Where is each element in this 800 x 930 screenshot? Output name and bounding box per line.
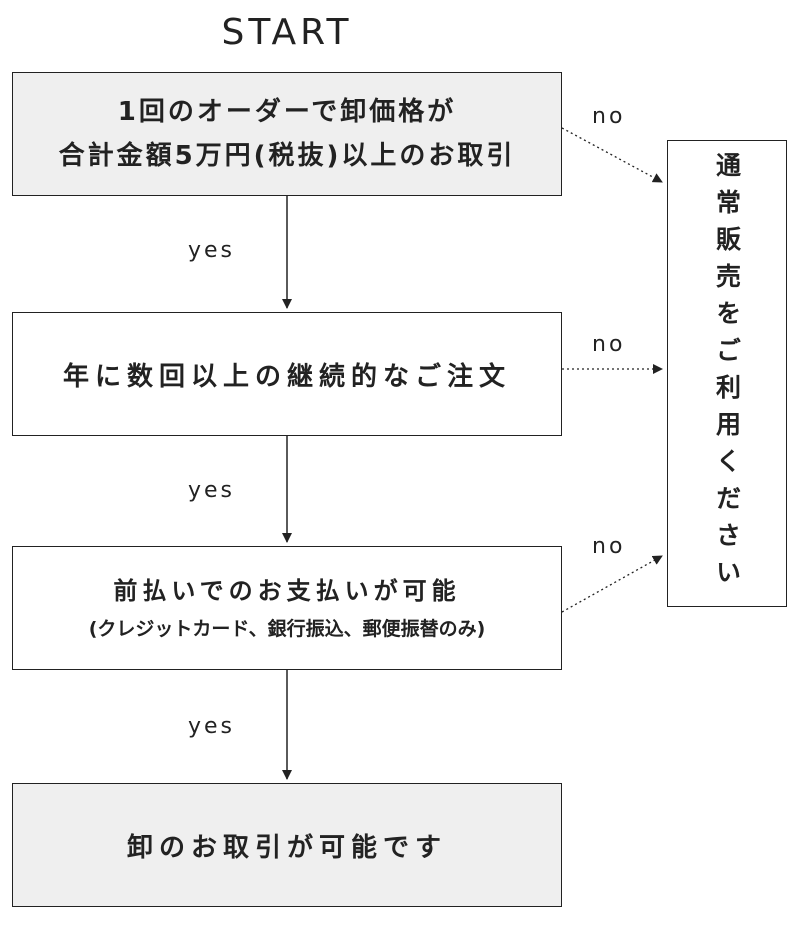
no-label-2: no xyxy=(592,332,626,357)
result-box-regular-sales: 通常販売をご利用ください xyxy=(667,140,787,607)
no-arrow-3 xyxy=(561,555,663,613)
condition-box-order-amount: 1回のオーダーで卸価格が 合計金額5万円(税抜)以上のお取引 xyxy=(12,72,562,196)
condition-box-continuous-order: 年に数回以上の継続的なご注文 xyxy=(12,312,562,436)
condition-3-line-2: (クレジットカード、銀行振込、郵便振替のみ) xyxy=(88,618,486,640)
yes-label-1: yes xyxy=(188,238,236,263)
yes-label-2: yes xyxy=(188,478,236,503)
condition-1-line-2: 合計金額5万円(税抜)以上のお取引 xyxy=(58,141,516,171)
start-label: START xyxy=(221,12,353,53)
result-yes-text: 卸のお取引が可能です xyxy=(126,832,447,863)
result-no-text: 通常販売をご利用ください xyxy=(712,151,742,596)
no-label-3: no xyxy=(592,534,626,559)
yes-label-3: yes xyxy=(188,714,236,739)
condition-3-line-1: 前払いでのお支払いが可能 xyxy=(113,577,461,605)
no-arrow-1 xyxy=(561,127,663,183)
no-label-1: no xyxy=(592,104,626,129)
condition-1-line-1: 1回のオーダーで卸価格が xyxy=(117,97,457,127)
result-box-wholesale-available: 卸のお取引が可能です xyxy=(12,783,562,907)
condition-2-text: 年に数回以上の継続的なご注文 xyxy=(62,361,511,392)
condition-box-prepayment: 前払いでのお支払いが可能 (クレジットカード、銀行振込、郵便振替のみ) xyxy=(12,546,562,670)
